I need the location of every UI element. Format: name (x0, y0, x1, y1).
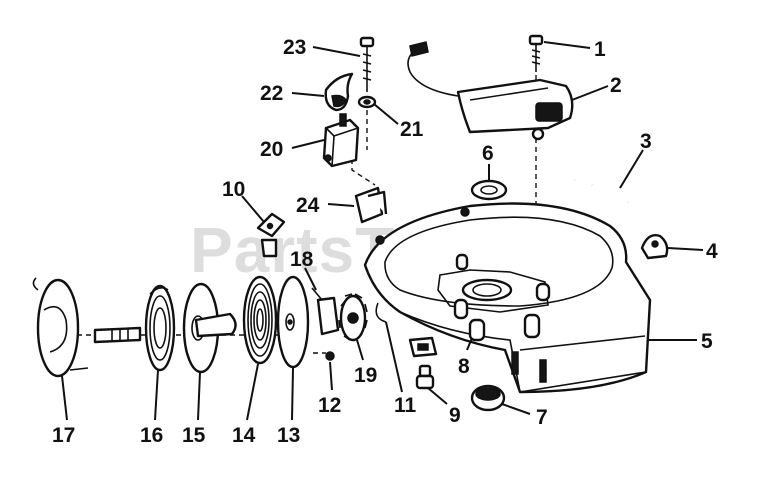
callout-3: 3 (640, 130, 652, 153)
callout-17: 17 (52, 424, 75, 447)
part-13-plate (276, 275, 310, 369)
callout-14: 14 (232, 424, 256, 447)
callout-16: 16 (140, 424, 163, 447)
callout-22: 22 (260, 82, 283, 105)
part-3-hose (538, 146, 630, 204)
part-2-housing (407, 41, 574, 141)
part-7-bushing (470, 384, 506, 412)
callout-23: 23 (283, 36, 306, 59)
callout-2: 2 (610, 74, 622, 97)
part-14-spring (242, 275, 278, 365)
part-8-pad (408, 336, 438, 358)
callout-8: 8 (458, 355, 470, 378)
callout-18: 18 (290, 248, 314, 271)
part-9-bolt (415, 364, 435, 390)
part-17-handle (32, 277, 142, 378)
part-19-gear (338, 293, 368, 342)
part-21-washer (357, 95, 377, 109)
part-16-reel (144, 284, 176, 372)
leader-lines (61, 41, 704, 421)
callout-24: 24 (296, 194, 320, 217)
part-4-clip (640, 234, 669, 260)
callout-10: 10 (222, 178, 245, 201)
part-20-switch (322, 113, 360, 168)
part-23-screw (359, 36, 375, 92)
part-11-clip (375, 302, 387, 323)
callout-13: 13 (277, 424, 300, 447)
callout-11: 11 (394, 394, 417, 417)
callout-12: 12 (318, 394, 341, 417)
part-15-pulley (182, 282, 237, 374)
callout-15: 15 (182, 424, 206, 447)
part-12-screw (325, 351, 335, 361)
part-5-cover (363, 202, 652, 394)
callout-9: 9 (449, 404, 461, 427)
callout-5: 5 (701, 330, 713, 353)
part-1-screw (528, 34, 544, 72)
callout-labels: 1 2 3 4 5 6 7 8 9 10 11 12 13 14 15 16 1… (52, 36, 718, 447)
callout-4: 4 (706, 240, 718, 263)
part-24-bracket (354, 186, 388, 224)
callout-1: 1 (594, 38, 606, 61)
part-10-pawl (256, 212, 286, 258)
part-18-clip (311, 287, 340, 336)
part-6-washer (470, 179, 508, 201)
callout-21: 21 (400, 118, 424, 141)
part-22-knob (324, 72, 354, 112)
callout-7: 7 (536, 406, 548, 429)
callout-20: 20 (260, 138, 283, 161)
callout-19: 19 (354, 364, 377, 387)
callout-6: 6 (482, 142, 494, 165)
